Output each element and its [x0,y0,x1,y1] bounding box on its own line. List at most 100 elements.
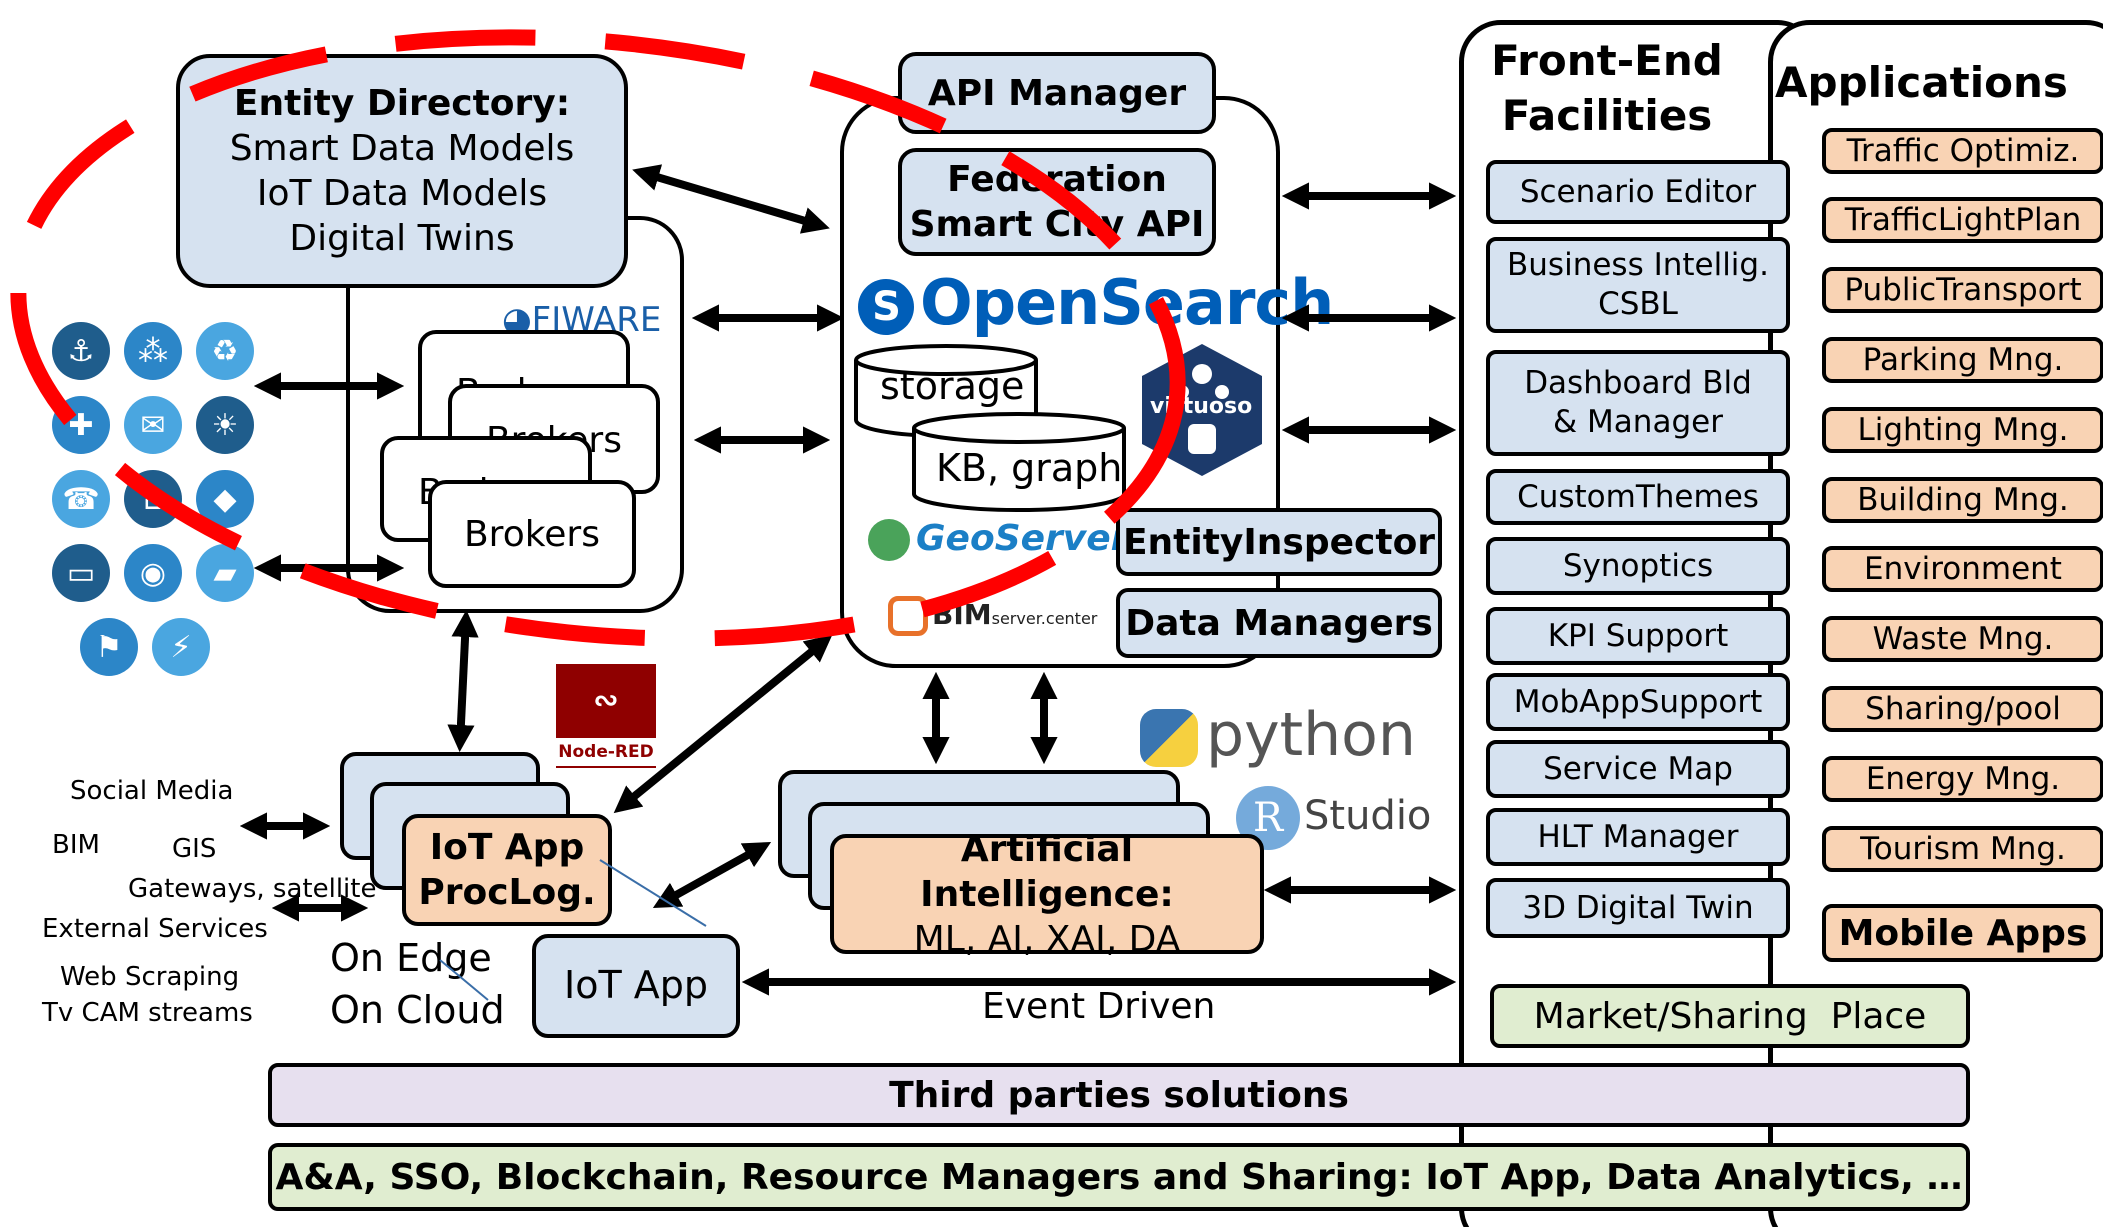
front-end-item-label2: & Manager [1553,404,1723,440]
front-end-item-label: KPI Support [1547,617,1729,654]
opensearch-s-icon: S [858,278,914,335]
front-end-item-synoptics[interactable]: Synoptics [1486,537,1790,595]
bottom-services-label: A&A, SSO, Blockchain, Resource Managers … [275,1156,1963,1198]
entity-directory-line1: Smart Data Models [229,128,575,169]
front-end-title-line2: Facilities [1501,90,1713,140]
tap-icon: ⚓ [52,322,110,380]
application-item-label: Building Mng. [1857,481,2069,518]
application-item-label: Waste Mng. [1872,620,2054,657]
python-logo: python [1140,700,1416,770]
market-sharing-place-label: Market/Sharing Place [1533,995,1927,1037]
artificial-intelligence-box[interactable]: Artificial Intelligence: ML, AI, XAI, DA [830,829,1264,960]
front-end-item-service-map[interactable]: Service Map [1486,740,1790,798]
bulb-icon: ☀ [196,396,254,454]
python-snake-icon [1140,709,1198,768]
iot-app-box[interactable]: IoT App [532,934,740,1038]
application-item-label: Lighting Mng. [1857,411,2069,448]
third-parties-bar[interactable]: Third parties solutions [268,1063,1970,1127]
source-gateways: Gateways, satellite [128,874,377,904]
shield-icon: ◆ [196,470,254,528]
application-item[interactable]: Tourism Mng. [1822,826,2103,872]
data-managers-box[interactable]: Data Managers [1116,588,1442,658]
source-bim: BIM [52,830,100,860]
laptop-icon: ▭ [52,544,110,602]
front-end-item-hlt-manager[interactable]: HLT Manager [1486,808,1790,866]
federation-line2: Smart City API [909,204,1205,245]
front-end-item-mob-app-support[interactable]: MobAppSupport [1486,673,1790,731]
front-end-item-label: Business Intellig. [1507,247,1769,284]
arrow-iot-ai [652,842,772,908]
application-item-label: TrafficLightPlan [1844,201,2082,238]
source-tv-cam: Tv CAM streams [42,998,253,1028]
front-end-item-label2: CSBL [1598,286,1678,322]
application-item-label: Energy Mng. [1865,760,2061,797]
node-red-logo: ∾ Node-RED [556,664,656,768]
virtuoso-logo-text: virtuoso [1150,394,1253,419]
front-end-item-kpi-support[interactable]: KPI Support [1486,607,1790,665]
application-item[interactable]: Environment [1822,546,2103,592]
bottom-services-bar[interactable]: A&A, SSO, Blockchain, Resource Managers … [268,1143,1970,1211]
bimserver-logo-main: BIM [932,598,992,631]
smart-home-icon: ⌂ [124,470,182,528]
recycle-icon: ♻ [196,322,254,380]
edge-divider-upper [599,859,707,927]
api-manager-box[interactable]: API Manager [898,52,1216,134]
geoserver-globe-icon [868,519,910,561]
entity-directory-line2: IoT Data Models [256,173,548,214]
bimserver-logo-sub: server.center [991,609,1098,628]
iot-app-proclog-box[interactable]: IoT App ProcLog. [402,814,612,926]
application-item[interactable]: PublicTransport [1822,267,2103,313]
front-end-item-label: 3D Digital Twin [1522,889,1754,926]
source-social-media: Social Media [70,776,234,806]
entity-directory-box[interactable]: Entity Directory: Smart Data Models IoT … [176,54,628,288]
front-end-item-label: Service Map [1543,750,1733,787]
application-item[interactable]: Energy Mng. [1822,756,2103,802]
energy-icon: ⚡ [152,618,210,676]
arrow-entitydir-api [632,164,830,234]
kb-graph-label: KB, graph [936,446,1123,490]
node-red-flow-icon: ∾ [593,683,619,718]
on-cloud-label: On Cloud [330,988,505,1032]
application-item[interactable]: Sharing/pool [1822,686,2103,732]
application-item[interactable]: Building Mng. [1822,477,2103,523]
ai-subtitle: ML, AI, XAI, DA [913,918,1181,960]
front-end-item-label: Dashboard Bld [1524,365,1752,402]
front-end-item-label: MobAppSupport [1513,683,1763,720]
api-manager-label: API Manager [927,72,1187,114]
application-item[interactable]: TrafficLightPlan [1822,197,2103,243]
application-item-label: Sharing/pool [1865,690,2061,727]
arrow-brokers-iot [447,609,479,753]
front-end-item-dashboard-builder[interactable]: Dashboard Bld& Manager [1486,350,1790,456]
geoserver-logo: GeoServer [868,518,1128,561]
front-end-item-scenario-editor[interactable]: Scenario Editor [1486,160,1790,224]
application-item-label: Traffic Optimiz. [1846,132,2080,169]
front-end-title-line1: Front-End [1491,36,1723,85]
front-end-item-business-intelligence[interactable]: Business Intellig.CSBL [1486,237,1790,333]
iot-app-proclog-line1: IoT App [429,827,585,868]
application-item[interactable]: Parking Mng. [1822,337,2103,383]
federation-box[interactable]: Federation Smart City API [898,148,1216,256]
entity-directory-line3: Digital Twins [289,218,515,259]
mobile-apps-item[interactable]: Mobile Apps [1822,904,2103,962]
medical-icon: ✚ [52,396,110,454]
entity-directory-title: Entity Directory: [233,83,571,124]
data-managers-label: Data Managers [1125,602,1433,644]
entity-inspector-box[interactable]: EntityInspector [1116,508,1442,576]
application-item[interactable]: Lighting Mng. [1822,407,2103,453]
opensearch-logo-text: OpenSearch [920,266,1334,339]
front-end-item-3d-digital-twin[interactable]: 3D Digital Twin [1486,878,1790,938]
event-driven-label: Event Driven [982,986,1216,1027]
storage-label: storage [880,364,1025,408]
application-item[interactable]: Traffic Optimiz. [1822,128,2103,174]
share-nodes-icon: ⁂ [124,322,182,380]
bimserver-logo: BIMserver.center [888,596,1097,636]
car-icon: ▰ [196,544,254,602]
front-end-item-custom-themes[interactable]: CustomThemes [1486,469,1790,525]
front-end-item-label: Synoptics [1562,547,1714,584]
source-external-services: External Services [42,914,268,944]
application-item[interactable]: Waste Mng. [1822,616,2103,662]
brokers-box-front[interactable]: Brokers [428,480,636,588]
rstudio-logo-text: Studio [1304,793,1432,839]
python-logo-text: python [1206,700,1416,770]
market-sharing-place[interactable]: Market/Sharing Place [1490,984,1970,1048]
